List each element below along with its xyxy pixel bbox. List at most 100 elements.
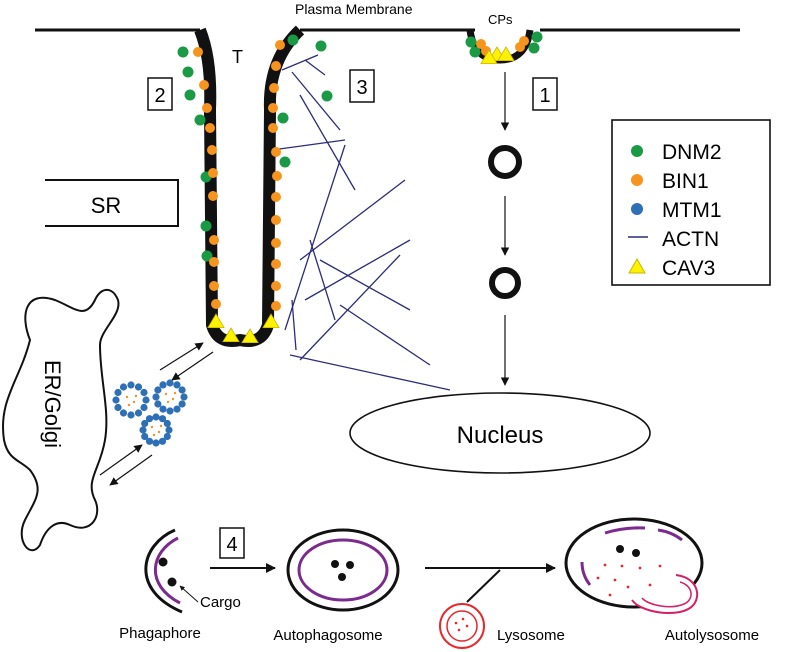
cav3-marker [480, 49, 498, 64]
mtm1-marker [159, 405, 167, 413]
bin1-marker [208, 168, 218, 178]
bin1-particle [134, 394, 138, 398]
bin1-marker [268, 103, 278, 113]
legend-swatch [631, 203, 643, 215]
bin1-marker [209, 235, 219, 245]
mtm1-marker [141, 432, 149, 441]
legend-swatch [628, 257, 646, 274]
cav3-marker [497, 46, 515, 61]
bin1-marker [275, 40, 285, 50]
bin1-marker [271, 215, 281, 225]
bin1-marker [199, 80, 209, 90]
step-box-4: 4 [219, 527, 245, 559]
mtm1-marker [163, 419, 171, 428]
cargo-particle [346, 561, 354, 569]
bin1-marker [271, 61, 281, 71]
autophagosome-label: Autophagosome [273, 627, 382, 644]
mtm1-marker [119, 409, 128, 417]
mtm1-marker [152, 439, 160, 447]
mtm1-marker [158, 437, 167, 445]
cav3-marker [222, 327, 240, 343]
bin1-marker [272, 171, 282, 181]
dnm2-marker [182, 66, 194, 78]
bin1-marker [271, 259, 281, 269]
mtm1-marker [119, 383, 128, 391]
plasma-membrane-label: Plasma Membrane [295, 1, 413, 17]
legend-label: DNM2 [662, 141, 722, 164]
mtm1-marker [114, 388, 122, 397]
bin1-marker [268, 123, 278, 133]
bin1-particle [152, 433, 156, 437]
legend-item-actn: ACTN [628, 228, 719, 251]
cargo-particle [632, 549, 640, 557]
sarcoplasmic-reticulum: SR [45, 179, 179, 227]
mtm1-marker [139, 426, 147, 434]
legend-item-mtm1: MTM1 [631, 199, 722, 222]
bin1-marker [209, 257, 219, 267]
dnm2-marker [287, 34, 299, 46]
mtm1-marker [166, 407, 174, 415]
autophagy-pathway: Cargo Phagaphore Autophagosome Lysosome [119, 517, 759, 649]
step-box-2: 2 [147, 77, 173, 111]
step-box-3: 3 [349, 69, 375, 103]
mtm1-marker [154, 386, 162, 394]
legend-swatch [631, 174, 643, 186]
traffic-arrows [99, 342, 214, 486]
cargo-particle [616, 545, 624, 553]
mtm1-marker [141, 419, 149, 428]
actn-filaments [271, 54, 451, 391]
phagaphore-label: Phagaphore [119, 625, 201, 642]
cav3-marker [262, 313, 280, 329]
mtm1-marker [166, 379, 174, 387]
dnm2-marker [277, 112, 289, 124]
bin1-marker [476, 39, 486, 49]
dnm2-marker [465, 36, 477, 48]
cargo-label: Cargo [200, 594, 241, 611]
mtm1-marker [145, 437, 154, 445]
er-golgi-label: ER/Golgi [40, 360, 65, 448]
lysosome: Lysosome [439, 603, 565, 649]
mtm1-marker [134, 383, 143, 391]
cav3-marker [241, 328, 259, 344]
t-tubule: T [194, 25, 305, 347]
bin1-particle [157, 430, 161, 434]
mtm1-marker [152, 413, 160, 421]
nucleus: Nucleus [349, 392, 651, 474]
bin1-marker [207, 145, 217, 155]
dnm2-marker [321, 90, 333, 102]
dnm2-marker [201, 250, 213, 262]
sr-label: SR [91, 193, 122, 218]
cargo-particle [338, 573, 346, 581]
cargo-particle [167, 577, 177, 587]
phagaphore: Cargo Phagaphore [119, 528, 241, 642]
step-box-1: 1 [532, 77, 558, 111]
bin1-marker [202, 103, 212, 113]
legend-label: BIN1 [662, 170, 709, 193]
bin1-particle [132, 400, 136, 404]
bin1-marker [208, 191, 218, 201]
mtm1-marker [114, 403, 122, 412]
legend-swatch [631, 145, 643, 157]
bin1-particle [127, 403, 131, 407]
cps-label: CPs [488, 12, 513, 27]
bin1-marker [519, 36, 529, 46]
plasma-membrane: Plasma Membrane [35, 1, 740, 32]
step-number: 2 [154, 85, 165, 107]
t-tubule-label: T [232, 47, 243, 67]
mtm1-marker [158, 415, 167, 423]
bin1-particle [171, 397, 175, 401]
step-number: 1 [539, 85, 550, 107]
autophagosome: Autophagosome [273, 528, 400, 644]
mtm1-vesicle-cluster [112, 379, 188, 447]
vesicle [488, 145, 522, 179]
legend-item-bin1: BIN1 [631, 170, 709, 193]
bin1-particle [125, 395, 129, 399]
dnm2-marker [279, 156, 291, 168]
dnm2-marker [194, 114, 206, 126]
cargo-particle [331, 560, 339, 568]
legend-item-dnm2: DNM2 [631, 141, 722, 164]
dnm2-marker [177, 46, 189, 58]
bin1-particle [150, 425, 154, 429]
mtm1-marker [140, 388, 148, 397]
